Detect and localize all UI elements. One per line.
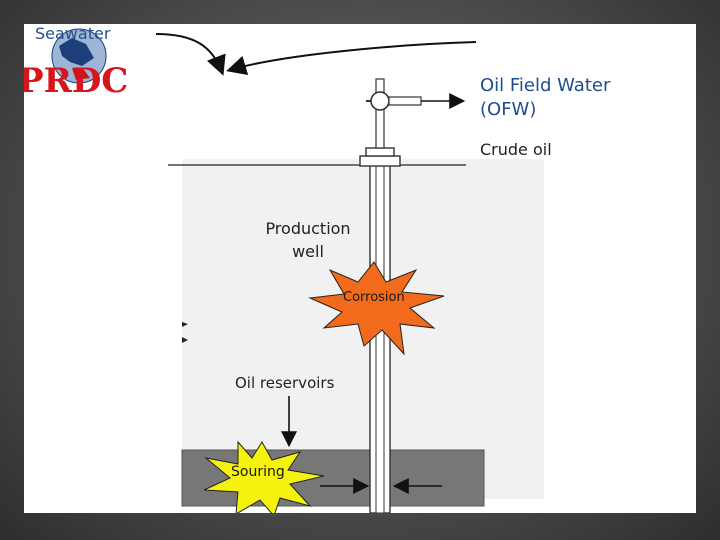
- ofw-label-line2: (OFW): [480, 99, 537, 120]
- production-label-line1: Production: [265, 219, 351, 238]
- seawater-label: Seawater: [35, 24, 111, 43]
- slide-canvas: Seawater PRDC Oil Field Water (OFW) Crud…: [24, 24, 696, 513]
- outlet-pipe: [388, 96, 422, 106]
- valve-wheel: [370, 91, 390, 111]
- ofw-label-line1: Oil Field Water: [480, 75, 611, 96]
- corrosion-label: Corrosion: [343, 290, 405, 305]
- ofw-label: Oil Field Water (OFW): [480, 74, 610, 122]
- production-label-line2: well: [292, 242, 324, 261]
- corrosion-burst: [308, 261, 445, 356]
- seawater-arrow-curve: [155, 33, 226, 76]
- oil-reservoirs-label: Oil reservoirs: [235, 374, 335, 392]
- crude-oil-label: Crude oil: [480, 140, 552, 159]
- well-diagram: [51, 28, 544, 513]
- well-tubing: [375, 161, 385, 513]
- logo-globe-land-red: [72, 68, 90, 80]
- reservoir-layer: [181, 449, 485, 507]
- souring-label: Souring: [231, 464, 285, 480]
- souring-burst: [203, 440, 325, 513]
- prdc-logo: PRDC: [24, 61, 129, 101]
- edge-mark-1: [182, 322, 188, 327]
- logo-globe-land: [59, 38, 94, 66]
- wellhead-flange-lower: [359, 155, 401, 167]
- edge-mark-2: [182, 337, 188, 343]
- injection-arrow-curve: [226, 41, 477, 76]
- wellhead-flange-upper: [365, 147, 395, 157]
- production-well-label: Production well: [260, 217, 356, 263]
- wellhead-pipe: [375, 78, 385, 149]
